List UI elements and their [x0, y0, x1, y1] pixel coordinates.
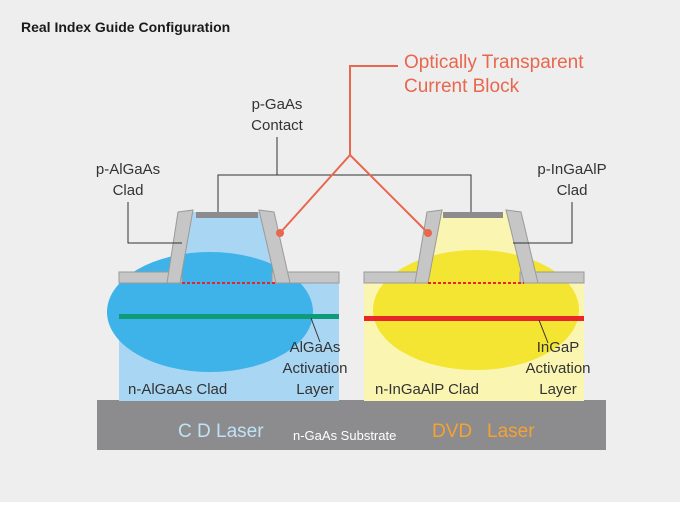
dvd-laser-label-part1: DVD — [432, 421, 472, 442]
current-block-label-line2: Current Block — [404, 76, 520, 97]
cd-block-right-base — [271, 271, 340, 284]
cd-nclad-label: n-AlGaAs Clad — [128, 381, 227, 398]
current-block-leaders — [279, 65, 429, 234]
cd-block-left-wall — [166, 209, 194, 284]
dvd-laser-label-part2: Laser — [487, 421, 535, 442]
left-clad-label-line2: Clad — [113, 182, 144, 199]
right-active-label-line3: Layer — [539, 381, 577, 398]
substrate-block — [97, 400, 606, 450]
right-active-label-line2: Activation — [525, 360, 590, 377]
contact-label-line1: p-GaAs — [252, 96, 303, 113]
right-block-marker — [424, 229, 432, 237]
substrate-label: n-GaAs Substrate — [293, 428, 396, 443]
dvd-block-right-wall — [505, 209, 539, 284]
right-clad-label-line1: p-InGaAlP — [537, 161, 606, 178]
cd-active-layer — [119, 314, 339, 319]
dvd-block-right-base — [519, 271, 585, 284]
diagram-title: Real Index Guide Configuration — [21, 19, 230, 35]
left-clad-label-line1: p-AlGaAs — [96, 161, 160, 178]
current-block-label-line1: Optically Transparent — [404, 52, 584, 73]
left-active-label-line2: Activation — [282, 360, 347, 377]
leader-lines — [127, 137, 573, 344]
left-active-label-line1: AlGaAs — [290, 339, 341, 356]
cd-laser-label: C D Laser — [178, 421, 264, 442]
cd-contact-layer — [196, 212, 258, 218]
dvd-active-layer — [364, 316, 584, 321]
cd-block-left-base — [118, 271, 183, 284]
contact-label-line2: Contact — [251, 117, 304, 134]
dvd-contact-layer — [443, 212, 503, 218]
right-clad-label-line2: Clad — [557, 182, 588, 199]
dvd-nclad-label: n-InGaAlP Clad — [375, 381, 479, 398]
left-active-label-line3: Layer — [296, 381, 334, 398]
right-active-label-line1: InGaP — [537, 339, 580, 356]
left-block-marker — [276, 229, 284, 237]
cd-block-right-wall — [258, 209, 291, 284]
